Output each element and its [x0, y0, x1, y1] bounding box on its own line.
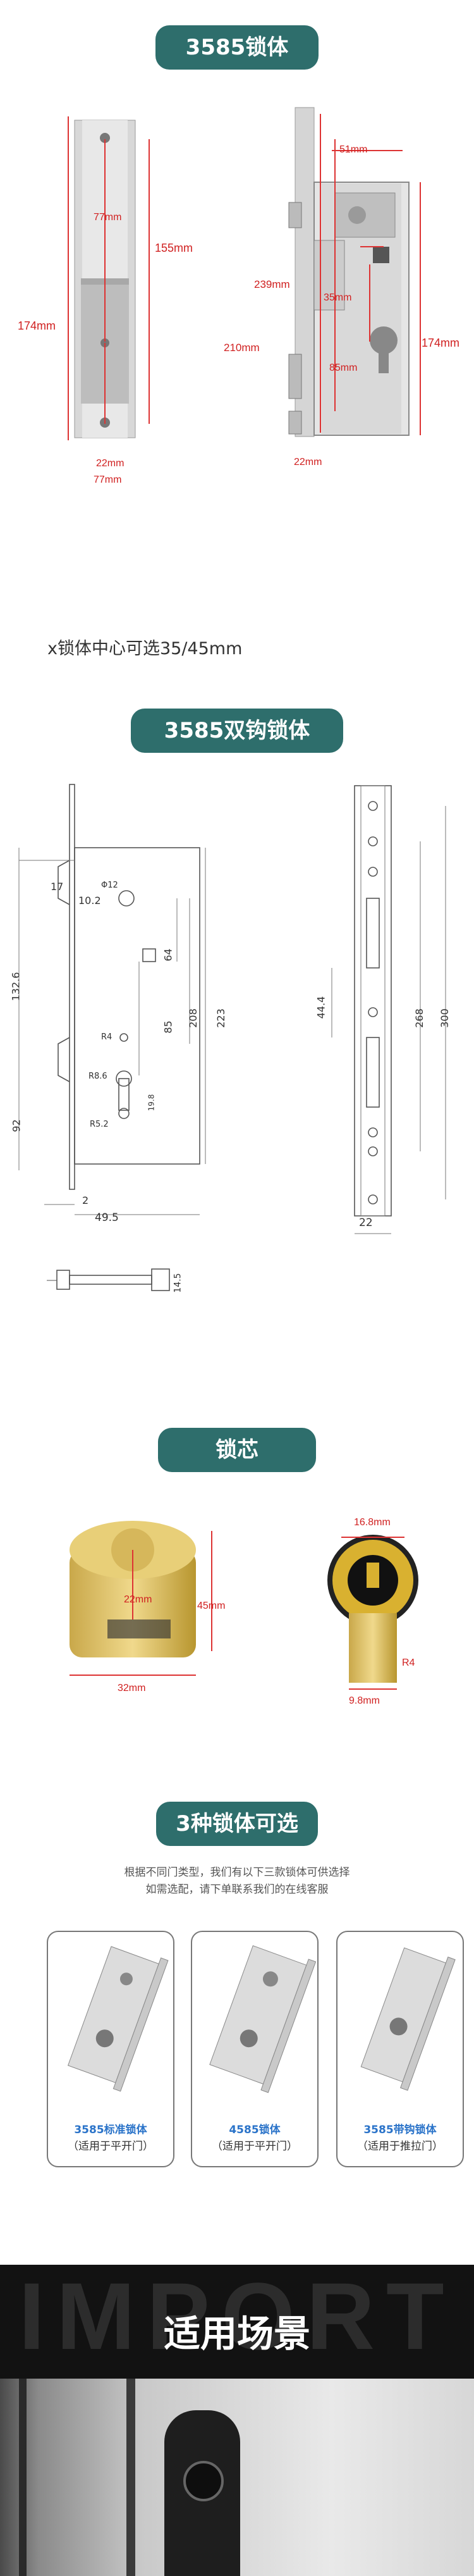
dim-132-6: 132.6 [9, 972, 22, 1001]
dim-174mm-right: 174mm [422, 337, 460, 349]
option-use-3585-standard: （适用于平开门） [68, 2140, 154, 2153]
dim-210mm: 210mm [224, 342, 260, 354]
cyl-dim-9-8mm: 9.8mm [349, 1695, 380, 1706]
dim-2: 2 [82, 1194, 89, 1206]
options-desc-line2: 如需选配，请下单联系我们的在线客服 [145, 1883, 329, 1896]
options-desc-line1: 根据不同门类型，我们有以下三款锁体可供选择 [124, 1866, 350, 1879]
dim-r8-6: R8.6 [88, 1072, 107, 1081]
section-title-three-options: 3种锁体可选 [156, 1802, 318, 1846]
dim-92: 92 [10, 1119, 23, 1132]
bolt-detail-drawing [47, 1268, 170, 1291]
scenario-photo [0, 2379, 474, 2576]
dim-64: 64 [162, 948, 174, 962]
dim-10-2: 10.2 [78, 895, 101, 907]
option-card-4585[interactable]: 4585锁体 （适用于平开门） [191, 1931, 319, 2167]
lock-body-photo-side [288, 107, 421, 437]
dim-49-5: 49.5 [95, 1211, 119, 1224]
dim-19-8: 19.8 [147, 1094, 156, 1112]
option-name-4585: 4585锁体 [229, 2124, 281, 2136]
dim-r5-2: R5.2 [90, 1120, 109, 1129]
dim-22-front: 22 [359, 1217, 373, 1229]
option-use-3585-hook: （适用于推拉门） [357, 2140, 443, 2153]
lock-body-3585-hook-image [360, 1947, 456, 2091]
option-card-3585-hook[interactable]: 3585带钩锁体 （适用于推拉门） [336, 1931, 464, 2167]
dim-44-4: 44.4 [315, 996, 327, 1019]
section-title-lock-body: 3585锁体 [155, 25, 319, 70]
scenario-title: 适用场景 [163, 2312, 310, 2355]
dim-22mm-left: 22mm [96, 458, 125, 469]
cyl-dim-16-8mm: 16.8mm [354, 1517, 391, 1528]
option-use-4585: （适用于平开门） [212, 2140, 298, 2153]
dim-208: 208 [186, 1008, 199, 1028]
dim-174mm-left: 174mm [18, 319, 56, 332]
scenario-bg-text: IMPORT [18, 2265, 456, 2369]
dim-35mm: 35mm [324, 292, 352, 303]
cyl-dim-r4: R4 [402, 1657, 415, 1668]
dim-17: 17 [51, 881, 64, 893]
lock-body-photo-front [68, 116, 150, 440]
option-name-3585-standard: 3585标准锁体 [74, 2124, 147, 2136]
section-title-cylinder: 锁芯 [158, 1428, 316, 1472]
center-option-note: x锁体中心可选35/45mm [47, 639, 243, 659]
dim-155mm: 155mm [155, 242, 193, 254]
cyl-dim-22mm: 22mm [124, 1594, 152, 1605]
dim-223: 223 [214, 1008, 227, 1028]
dim-phi12: Φ12 [101, 881, 118, 890]
dim-22mm-right: 22mm [294, 457, 322, 468]
scenario-banner: IMPORT 适用场景 [0, 2265, 474, 2379]
dim-77mm-lower: 77mm [94, 474, 122, 485]
option-card-3585-standard[interactable]: 3585标准锁体 （适用于平开门） [47, 1931, 174, 2167]
double-hook-drawing-side [18, 784, 206, 1215]
cylinder-photo-side [70, 1521, 212, 1676]
dim-300: 300 [438, 1008, 451, 1028]
dim-77mm-upper: 77mm [94, 212, 122, 223]
dim-85mm: 85mm [329, 362, 358, 373]
lock-body-3585-standard-image [67, 1946, 169, 2092]
double-hook-drawing-front [331, 785, 446, 1234]
fingerprint-reader-icon [183, 2461, 224, 2501]
dim-14-5: 14.5 [173, 1273, 183, 1293]
dim-51mm: 51mm [339, 144, 368, 155]
lock-body-4585-image [209, 1945, 317, 2093]
dim-r4: R4 [101, 1032, 112, 1042]
cylinder-photo-end [327, 1535, 418, 1690]
dim-85: 85 [162, 1020, 174, 1034]
option-name-3585-hook: 3585带钩锁体 [363, 2124, 437, 2136]
cyl-dim-45mm: 45mm [197, 1601, 226, 1611]
section-title-double-hook: 3585双钩锁体 [131, 709, 343, 753]
dim-268: 268 [413, 1008, 425, 1028]
cyl-dim-32mm: 32mm [118, 1683, 146, 1694]
dim-239mm: 239mm [254, 278, 290, 290]
